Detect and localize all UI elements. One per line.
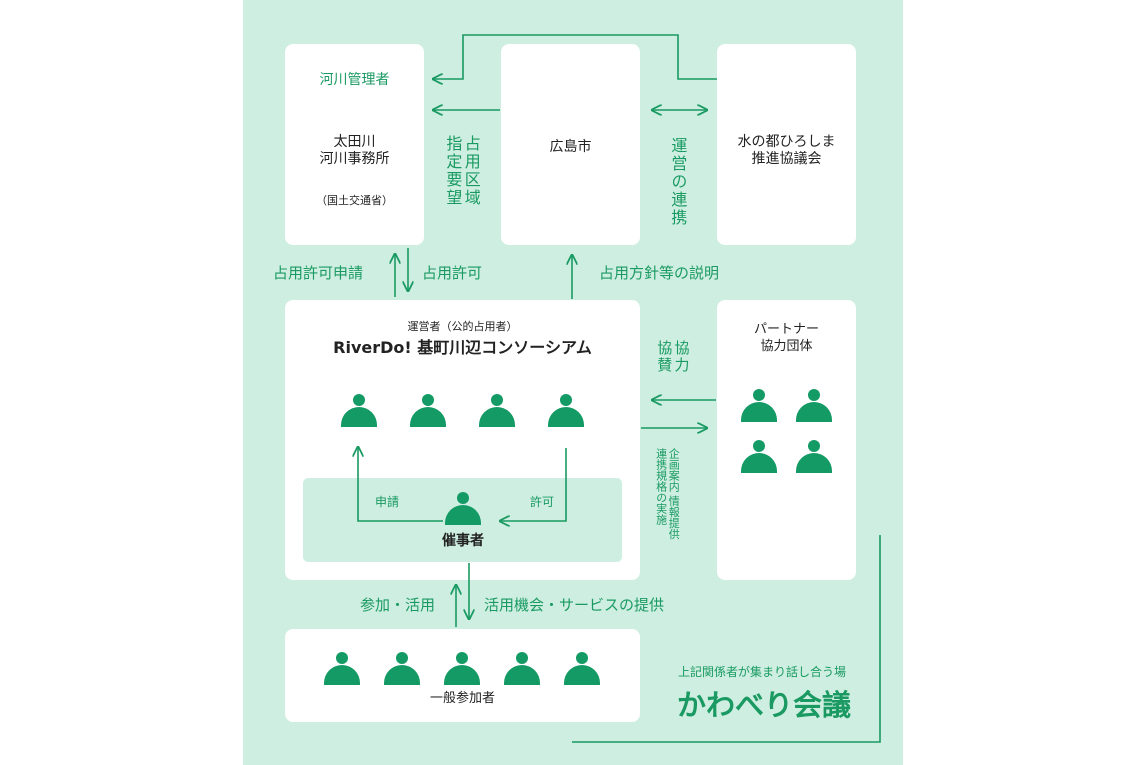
partner-box: パートナー 協力団体 bbox=[717, 300, 856, 580]
person-icon bbox=[504, 652, 540, 686]
city-box: 広島市 bbox=[501, 44, 640, 245]
river-admin-name-2: 河川事務所 bbox=[319, 151, 390, 167]
person-icon bbox=[384, 652, 420, 686]
meeting-caption: 上記関係者が集まり話し合う場 bbox=[678, 665, 847, 679]
person-icon bbox=[445, 492, 481, 526]
meeting-bracket bbox=[572, 535, 881, 743]
label-info: 企画案内 情報提供 連携規格の実施 bbox=[654, 448, 681, 540]
person-icon bbox=[564, 652, 600, 686]
person-icon bbox=[796, 389, 832, 423]
arrow-apply bbox=[358, 447, 443, 522]
partner-name-2: 協力団体 bbox=[760, 339, 813, 354]
label-permit-application: 占用許可申請 bbox=[273, 264, 364, 282]
arrow-allow bbox=[500, 448, 567, 521]
council-name-1: 水の都ひろしま bbox=[737, 134, 836, 150]
operator-box: 運営者（公的占用者） RiverDo! 基町川辺コンソーシアム bbox=[285, 300, 640, 580]
council-box: 水の都ひろしま 推進協議会 bbox=[717, 44, 856, 245]
river-admin-label: 河川管理者 bbox=[319, 72, 390, 88]
operator-role: 運営者（公的占用者） bbox=[407, 320, 518, 333]
river-admin-box: 河川管理者 太田川 河川事務所 （国土交通省） bbox=[285, 44, 424, 245]
operator-name: RiverDo! 基町川辺コンソーシアム bbox=[333, 338, 592, 357]
label-designation: 占用区域 指定要望 bbox=[443, 135, 481, 207]
participants-label: 一般参加者 bbox=[429, 691, 495, 706]
arrow-council-to-admin bbox=[433, 34, 717, 79]
label-permit: 占用許可 bbox=[422, 264, 483, 282]
city-name: 広島市 bbox=[549, 139, 592, 155]
person-icon bbox=[548, 394, 584, 428]
person-icon bbox=[444, 652, 480, 686]
river-admin-ministry: （国土交通省） bbox=[316, 194, 393, 207]
organizer-label: 催事者 bbox=[442, 533, 484, 549]
meeting-title: かわべり会議 bbox=[677, 688, 852, 722]
label-service: 活用機会・サービスの提供 bbox=[484, 596, 665, 614]
label-cooperation: 協力 協賛 bbox=[655, 340, 691, 374]
person-icon bbox=[410, 394, 446, 428]
person-icon bbox=[796, 440, 832, 474]
river-admin-name-1: 太田川 bbox=[333, 134, 376, 150]
partner-name-1: パートナー bbox=[753, 322, 819, 337]
person-icon bbox=[741, 440, 777, 474]
label-coordination: 運営の連携 bbox=[668, 137, 688, 227]
council-name-2: 推進協議会 bbox=[751, 151, 822, 167]
person-icon bbox=[479, 394, 515, 428]
label-participation: 参加・活用 bbox=[360, 596, 436, 614]
label-allow: 許可 bbox=[530, 495, 555, 509]
person-icon bbox=[324, 652, 360, 686]
person-icon bbox=[741, 389, 777, 423]
person-icon bbox=[341, 394, 377, 428]
label-policy: 占用方針等の説明 bbox=[599, 264, 720, 282]
label-apply: 申請 bbox=[375, 495, 400, 509]
